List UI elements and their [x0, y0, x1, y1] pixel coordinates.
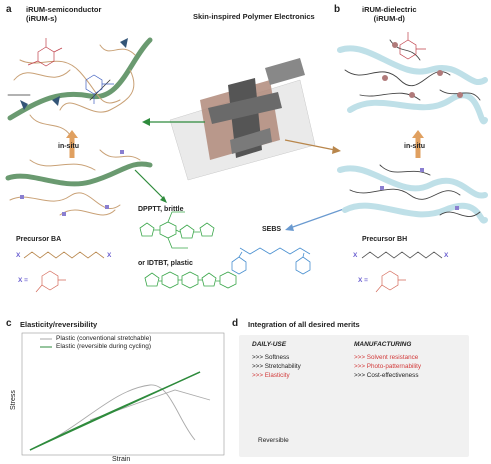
- dpptt-label: DPPTT, brittle: [138, 206, 184, 213]
- blue-marker: [120, 38, 128, 48]
- panel-a-letter: a: [6, 4, 12, 15]
- insitu-label-b: in-situ: [404, 143, 425, 150]
- panel-c-title: Elasticity/reversibility: [20, 320, 98, 329]
- x-axis-label: Strain: [112, 456, 131, 463]
- arrow-head: [332, 146, 341, 154]
- center-title: Skin-inspired Polymer Electronics: [193, 12, 315, 21]
- elastic-curve-unload: [29, 371, 201, 451]
- x-label-a2: X: [107, 252, 112, 259]
- x-eq-b: X =: [358, 277, 368, 284]
- panel-b-letter: b: [334, 4, 341, 15]
- manu-list: >>> Solvent resistance >>> Photo-pattern…: [354, 353, 421, 380]
- purple-markers: [20, 150, 124, 216]
- precursor-bh-label: Precursor BH: [362, 236, 408, 243]
- panel-d-title: Integration of all desired merits: [248, 320, 360, 329]
- crosslink-markers: [382, 42, 463, 98]
- manu-item-solvent: >>> Solvent resistance: [354, 354, 419, 361]
- precursor-bh-chain: [361, 251, 443, 259]
- x-label-b2: X: [444, 252, 449, 259]
- x-eq-a: X =: [18, 277, 28, 284]
- daily-item-stretchability: >>> Stretchability: [252, 363, 301, 370]
- idtbt-label: or IDTBT, plastic: [138, 260, 193, 267]
- insitu-label-a: in-situ: [58, 143, 79, 150]
- manu-item-photo: >>> Photo-patternability: [354, 363, 422, 370]
- merits-box: [239, 335, 469, 457]
- precursor-ba-network: [5, 149, 153, 216]
- panel-b-title: iRUM-dielectric (iRUM-d): [362, 5, 417, 23]
- dpptt-molecule: [139, 211, 215, 249]
- idtbt-molecule: [144, 271, 237, 289]
- insitu-arrow-head-a: [66, 130, 78, 138]
- red-molecule: [27, 38, 63, 67]
- panel-a-title-line1: iRUM-semiconductor: [26, 5, 102, 14]
- x-molecule-a: [35, 270, 66, 293]
- plastic-curve: [29, 384, 196, 451]
- manu-item-cost: >>> Cost-effectiveness: [354, 372, 419, 379]
- arrow-to-dpptt: [134, 169, 166, 201]
- manufacturing-heading: MANUFACTURING: [354, 341, 412, 348]
- panel-b-title-line2: (iRUM-d): [373, 14, 405, 23]
- panel-c-letter: c: [6, 318, 12, 329]
- precursor-bh-network: [337, 164, 488, 224]
- stress-strain-chart: [21, 332, 225, 456]
- insitu-arrow-head-b: [412, 130, 424, 138]
- arrow-head: [142, 118, 150, 126]
- panel-a-title-line2: (iRUM-s): [26, 14, 57, 23]
- sebs-label: SEBS: [262, 226, 282, 233]
- daily-item-elasticity: >>> Elasticity: [252, 372, 290, 379]
- blue-molecule: [85, 74, 114, 104]
- legend-plastic: Plastic (conventional stretchable): [56, 335, 152, 342]
- daily-use-heading: DAILY-USE: [252, 341, 287, 348]
- x-molecule-b: [375, 270, 406, 293]
- irum-d-network: [337, 39, 488, 125]
- arrow-head: [160, 196, 167, 203]
- panel-a-title: iRUM-semiconductor (iRUM-s): [26, 5, 101, 23]
- reversible-label: Reversible: [258, 437, 289, 444]
- arrow-head: [285, 224, 294, 231]
- daily-item-softness: >>> Softness: [252, 354, 290, 361]
- x-label-b: X: [353, 252, 358, 259]
- x-label-a: X: [16, 252, 21, 259]
- daily-list: >>> Softness >>> Stretchability >>> Elas…: [252, 353, 301, 380]
- panel-d-letter: d: [232, 318, 239, 329]
- legend-elastic: Elastic (reversible during cycling): [56, 343, 152, 350]
- sebs-molecule: [231, 247, 311, 275]
- red-molecule-b: [399, 32, 426, 60]
- precursor-ba-label: Precursor BA: [16, 236, 62, 243]
- y-axis-label: Stress: [10, 390, 17, 410]
- panel-b-title-line1: iRUM-dielectric: [362, 5, 417, 14]
- precursor-ba-chain: [23, 251, 105, 259]
- blue-marker: [20, 100, 28, 110]
- device-illustration: [169, 58, 316, 181]
- arrow-to-irum-d: [284, 139, 336, 151]
- purple-markers-b: [380, 168, 459, 210]
- blue-marker: [52, 96, 60, 106]
- irum-s-network: [7, 37, 153, 136]
